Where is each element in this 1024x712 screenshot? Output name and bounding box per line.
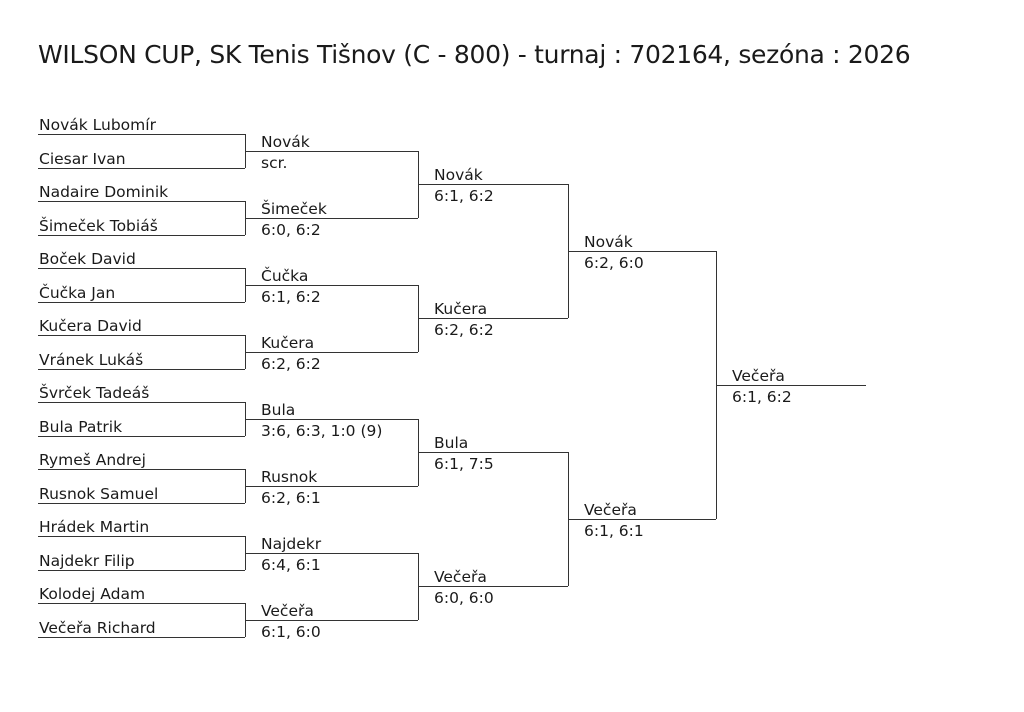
match-winner: Čučka [261,266,309,285]
match-winner: Bula [261,400,296,419]
match-score: 6:1, 6:2 [732,388,792,407]
match-score: 6:2, 6:2 [261,354,321,373]
player-line [38,469,245,470]
match-score: 6:2, 6:2 [434,321,494,340]
player-name: Večeřa Richard [39,618,156,637]
match-winner: Novák [261,132,310,151]
match-line [568,519,716,521]
player-line [38,134,245,135]
player-line [38,268,245,269]
match-winner: Večeřa [732,367,785,386]
player-line [38,569,245,571]
match-line [245,418,418,420]
player-name: Vránek Lukáš [39,350,144,369]
player-line [38,335,245,336]
match-score: 6:0, 6:0 [434,589,494,608]
match-winner: Novák [584,233,633,252]
match-winner: Kučera [434,300,488,319]
player-line [38,435,245,437]
match-score: 6:1, 7:5 [434,455,494,474]
player-name: Nadaire Dominik [39,183,169,201]
player-name: Najdekr Filip [39,551,135,570]
player-line [38,536,245,537]
match-score: 3:6, 6:3, 1:0 (9) [261,421,383,440]
player-line [38,301,245,303]
player-name: Bula Patrik [39,417,123,436]
player-name: Šimeček Tobiáš [39,216,158,235]
match-line [716,385,866,387]
player-line [38,167,245,169]
player-name: Novák Lubomír [39,116,156,134]
match-line [245,552,418,554]
player-name: Švrček Tadeáš [39,384,150,402]
match-winner: Bula [434,434,469,453]
match-winner: Večeřa [261,601,314,620]
match-score: 6:2, 6:1 [261,488,321,507]
match-winner: Rusnok [261,467,318,486]
match-line [418,184,568,186]
player-line [38,636,245,638]
page-title: WILSON CUP, SK Tenis Tišnov (C - 800) - … [38,40,911,69]
match-winner: Novák [434,166,483,185]
player-name: Rusnok Samuel [39,484,159,503]
match-score: 6:1, 6:0 [261,622,321,641]
match-line [245,351,418,353]
match-line [245,485,418,487]
match-score: 6:1, 6:2 [261,287,321,306]
player-name: Kučera David [39,317,142,335]
match-line [418,452,568,454]
match-line [245,284,418,286]
player-name: Kolodej Adam [39,585,146,603]
match-line [245,217,418,219]
match-line [418,318,568,320]
match-winner: Kučera [261,333,315,352]
match-line [245,619,418,621]
player-name: Rymeš Andrej [39,451,146,469]
player-name: Hrádek Martin [39,518,150,536]
player-name: Boček David [39,250,136,268]
match-score: 6:0, 6:2 [261,220,321,239]
match-score: 6:4, 6:1 [261,555,321,574]
match-winner: Šimeček [261,199,327,218]
player-line [38,234,245,236]
player-name: Ciesar Ivan [39,149,126,168]
match-line [245,150,418,152]
match-score: scr. [261,153,288,172]
player-line [38,603,245,604]
player-line [38,201,245,202]
player-line [38,402,245,403]
match-winner: Najdekr [261,534,322,553]
match-line [418,586,568,588]
match-line [568,251,716,253]
player-name: Čučka Jan [39,283,116,302]
match-score: 6:1, 6:1 [584,522,644,541]
match-winner: Večeřa [434,568,487,587]
match-winner: Večeřa [584,501,637,520]
match-score: 6:1, 6:2 [434,187,494,206]
player-line [38,368,245,370]
match-score: 6:2, 6:0 [584,254,644,273]
player-line [38,502,245,504]
